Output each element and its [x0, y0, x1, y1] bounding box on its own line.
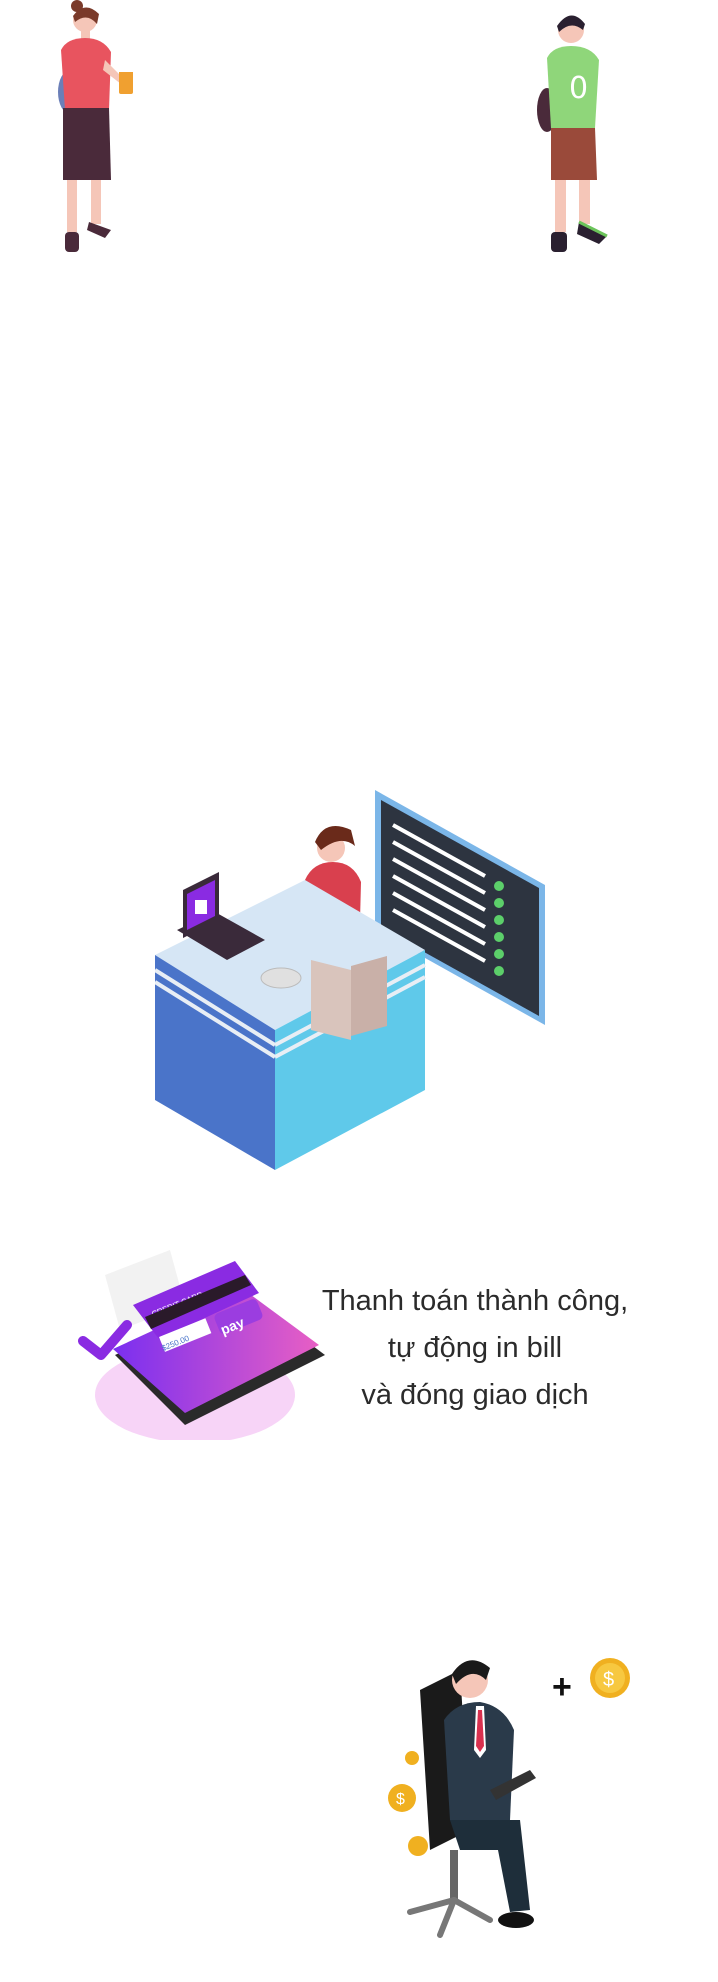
caption-line-3: và đóng giao dịch [361, 1379, 589, 1411]
businessman-illustration: $ + $ [388, 1658, 630, 1938]
cashier-counter-illustration [155, 790, 545, 1170]
caption-line-2: tự động in bill [387, 1332, 563, 1364]
phone-payment-illustration: CREDIT CARD $250.00 pay [78, 1250, 325, 1440]
coin-icon: $ [590, 1658, 630, 1698]
boy-customer-illustration: 0 [537, 15, 608, 252]
coin-icon [408, 1836, 428, 1856]
girl-customer-illustration [58, 0, 133, 252]
plus-sign: + [552, 1668, 572, 1706]
coin-icon [405, 1751, 419, 1765]
coin-symbol: $ [396, 1791, 405, 1808]
svg-text:0: 0 [569, 71, 588, 106]
coin-symbol: $ [603, 1669, 614, 1691]
coin-icon: $ [388, 1784, 416, 1812]
payment-success-caption: Thanh toán thành công, tự động in bill v… [290, 1278, 660, 1419]
checkmark-icon [78, 1320, 132, 1360]
caption-line-1: Thanh toán thành công, [321, 1285, 629, 1317]
